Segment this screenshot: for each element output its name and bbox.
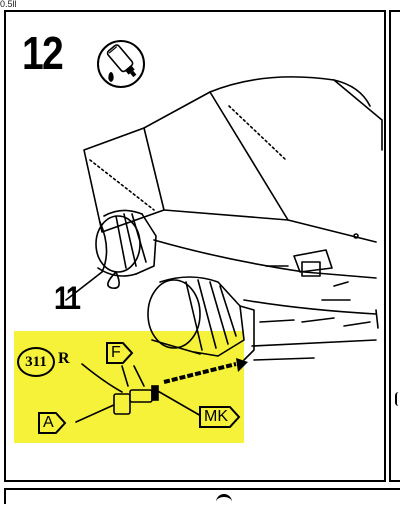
step-number: 12 — [22, 27, 64, 79]
next-panel-mark — [216, 494, 232, 507]
header-fragment: 0.5ll — [0, 0, 17, 9]
part-311-side: R — [58, 350, 70, 367]
paint-code-mk-label: MK — [199, 406, 229, 428]
paint-code-a-label: A — [38, 412, 55, 434]
adjacent-panel-edge — [389, 10, 400, 482]
flag-tip-icon — [229, 406, 241, 428]
adjacent-panel-mark — [395, 392, 400, 406]
paint-code-mk: MK — [199, 406, 241, 428]
paint-code-f-label: F — [106, 342, 122, 364]
aircraft-rear-drawing — [65, 76, 383, 423]
next-panel-edge — [4, 488, 400, 504]
part-number-11: 11 — [54, 280, 81, 316]
part-311-number: 311 — [25, 353, 47, 370]
glue-tube-icon — [97, 40, 145, 88]
part-number-311: 311 — [17, 347, 55, 377]
paint-code-f: F — [106, 342, 134, 364]
paint-code-a: A — [38, 412, 67, 434]
flag-tip-icon — [54, 412, 67, 434]
flag-tip-icon — [121, 342, 134, 364]
